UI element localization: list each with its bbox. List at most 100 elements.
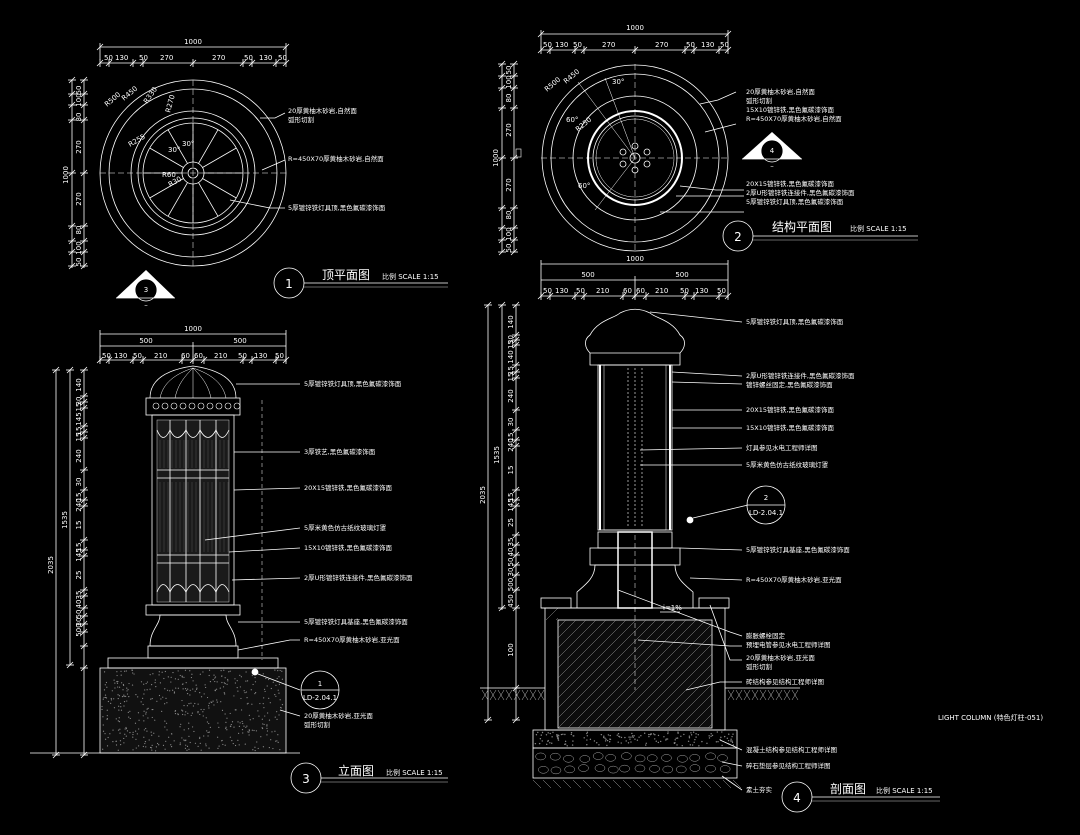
sp-ldim-1: 50 [505, 66, 513, 75]
el-dim-7: 210 [214, 352, 227, 360]
el-dim-5: 60 [181, 352, 190, 360]
sp-ldim-2: 100 [505, 75, 513, 88]
sc-view-title: 剖面图 [830, 782, 866, 796]
tp-ldim-7: 100 [75, 241, 83, 254]
structure-plan-labels: 1000 50 130 50 270 270 50 130 50 1000 50… [492, 24, 907, 252]
sc-total-2035: 2035 [479, 486, 487, 504]
sp-angle-3: 60° [578, 182, 590, 190]
sc-ldim: 100 [507, 643, 515, 656]
sc-note-12: 20厚黄柚木砂岩,亚光面 [746, 653, 815, 662]
sc-overall-dim: 1000 [626, 255, 644, 263]
sc-note-4: 20X15镀锌铁,黑色氟碳漆饰面 [746, 405, 835, 414]
sc-note-8: 5厚镀锌铁灯具基座,黑色氟碳漆饰面 [746, 545, 850, 554]
sc-ldim: 50 [507, 558, 515, 567]
tp-ldim-5: 270 [75, 192, 83, 205]
el-ldim: 500 [75, 623, 83, 636]
sc-note-15: 混凝土结构参见结构工程师详图 [746, 745, 837, 754]
tp-angle-2: 30° [182, 140, 194, 148]
sp-ref-num: 4 [770, 147, 775, 155]
sc-note-9: R=450X70厚黄柚木砂岩,亚光面 [746, 575, 842, 584]
sp-view-number: 2 [734, 230, 742, 244]
sc-ldim: 15 [507, 466, 515, 475]
sp-overall-dim: 1000 [626, 24, 644, 32]
sc-ldim: 240 [507, 389, 515, 402]
sheet-caption: LIGHT COLUMN (特色灯柱-051) [938, 713, 1043, 722]
el-ldim: 30 [75, 618, 83, 627]
tp-view-title: 顶平面图 [322, 268, 370, 282]
sc-ldim: 30 [507, 418, 515, 427]
sc-ldim: 140 [507, 350, 515, 363]
el-dim-9: 130 [254, 352, 267, 360]
el-note-3: 20X15镀锌铁,黑色氟碳漆饰面 [304, 483, 393, 492]
sc-ref-sheet: LD-2.04.1 [749, 509, 783, 517]
sp-ldim-3: 80 [505, 94, 513, 103]
tp-r60: R60 [162, 171, 176, 179]
el-dim-2: 130 [114, 352, 127, 360]
sc-ldim: 500 [507, 578, 515, 591]
sc-note-14: 砖结构参见结构工程师详图 [746, 677, 824, 686]
el-note-5: 15X10镀锌铁,黑色氟碳漆饰面 [304, 543, 393, 552]
el-ldim: 15 [75, 433, 83, 442]
el-note-6: 2厚U形镀锌铁连接件,黑色氟碳漆饰面 [304, 573, 413, 582]
el-half-1: 500 [139, 337, 152, 345]
sc-note-1: 5厚镀锌铁灯具顶,黑色氟碳漆饰面 [746, 317, 844, 326]
sp-ref-sub: – [770, 162, 774, 170]
el-note-4: 5厚米黄色仿古纸纹玻璃灯罩 [304, 523, 387, 532]
sc-ldim: 15 [507, 493, 515, 502]
tp-ref-sub: – [144, 301, 148, 309]
el-ldim: 50 [75, 610, 83, 619]
tp-ref-num: 3 [144, 286, 148, 294]
el-ldim: 15 [75, 493, 83, 502]
el-ldim: 240 [75, 498, 83, 511]
sc-ldim: 40 [507, 548, 515, 557]
el-note-7: 5厚镀锌铁灯具基座,黑色氟碳漆饰面 [304, 617, 408, 626]
sp-note-4: R=450X70厚黄柚木砂岩,自然面 [746, 114, 842, 123]
tp-ldim-6: 80 [75, 226, 83, 235]
structure-plan-view [498, 30, 918, 256]
sc-ldim: 240 [507, 438, 515, 451]
sc-slope: i=1% [663, 604, 682, 612]
sc-ldim: 15 [507, 340, 515, 349]
sc-ldim: 145 [507, 498, 515, 511]
sc-dim-3: 50 [576, 287, 585, 295]
section-view [480, 260, 940, 813]
tp-ldim-8: 50 [75, 258, 83, 267]
sc-note-13: 弧形切割 [746, 662, 773, 671]
el-total-1535: 1535 [61, 511, 69, 529]
sp-ldim-6: 80 [505, 211, 513, 220]
sc-note-6: 灯具参见水电工程师详图 [746, 443, 818, 452]
el-view-scale: 比例 SCALE 1:15 [386, 768, 443, 777]
el-ldim: 15 [75, 543, 83, 552]
tp-view-number: 1 [285, 277, 293, 291]
tp-ldim-2: 100 [75, 93, 83, 106]
sp-ldim-7: 100 [505, 227, 513, 240]
sp-ldim-8: 50 [505, 244, 513, 253]
sc-dim-8: 50 [680, 287, 689, 295]
sc-view-number: 4 [793, 791, 801, 805]
tp-note-2: 弧形切割 [288, 115, 315, 124]
elevation-view [30, 330, 448, 794]
sp-note-2: 弧形切割 [746, 96, 773, 105]
el-ldim: 145 [75, 548, 83, 561]
el-note-8: R=450X70厚黄柚木砂岩,亚光面 [304, 635, 400, 644]
el-overall-dim: 1000 [184, 325, 202, 333]
el-view-title: 立面图 [338, 763, 374, 778]
tp-dim-6: 50 [244, 54, 253, 62]
sc-dim-10: 50 [717, 287, 726, 295]
el-ldim: 15 [75, 427, 83, 436]
el-ldim: 30 [75, 478, 83, 487]
sp-note-5: 20X15镀锌铁,黑色氟碳漆饰面 [746, 179, 835, 188]
sc-note-7: 5厚米黄色仿古纸纹玻璃灯罩 [746, 460, 829, 469]
el-dim-8: 50 [238, 352, 247, 360]
sc-ldim: 25 [507, 518, 515, 527]
el-ldim: 140 [75, 378, 83, 391]
el-ref-num: 1 [318, 680, 322, 688]
tp-dim-5: 270 [212, 54, 225, 62]
tp-ldim-4: 270 [75, 140, 83, 153]
el-ldim: 15 [75, 521, 83, 530]
tp-ldim-3: 80 [75, 113, 83, 122]
el-dim-4: 210 [154, 352, 167, 360]
elevation-labels: 1000 500 500 50 130 50 210 60 60 210 50 … [47, 325, 443, 786]
sp-dim-8: 50 [720, 41, 729, 49]
sp-dim-7: 130 [701, 41, 714, 49]
